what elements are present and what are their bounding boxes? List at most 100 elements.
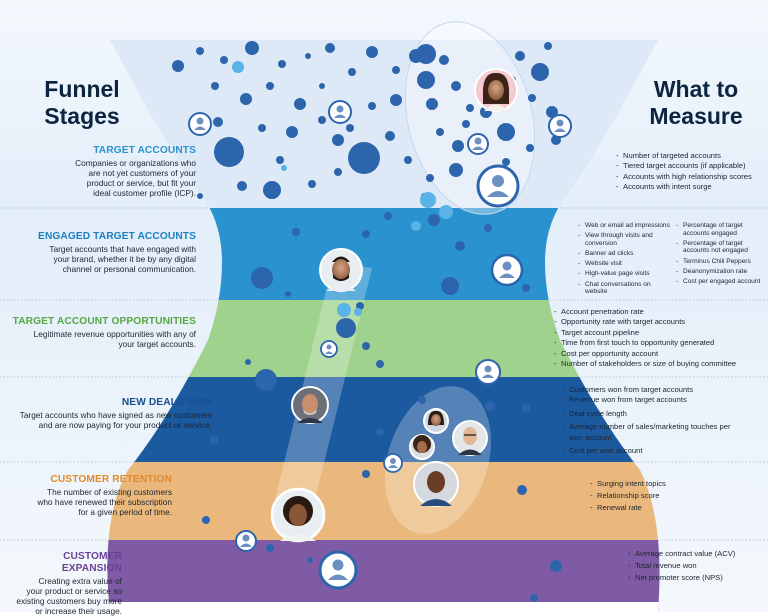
metric-item: Website visit	[578, 260, 674, 268]
band-customer-expansion	[107, 540, 660, 612]
metric-item: Accounts with intent surge	[616, 182, 766, 193]
metric-item: Revenue won from target accounts	[562, 395, 738, 406]
stage-new-deals-won: NEW DEALS WON Target accounts who have s…	[4, 397, 212, 430]
stage-description: Target accounts who have signed as new c…	[4, 410, 212, 430]
avatar-placeholder-icon	[383, 453, 403, 473]
stage-customer-expansion: CUSTOMER EXPANSION Creating extra value …	[4, 551, 122, 616]
description-line: Creating extra value of	[38, 576, 122, 586]
metric-item: Average number of sales/marketing touche…	[562, 422, 738, 443]
avatar-placeholder-icon	[476, 164, 520, 208]
description-line: or increase their usage.	[35, 606, 122, 616]
metric-item: Target account pipeline	[554, 328, 766, 339]
funnel-stages-heading: Funnel Stages	[34, 76, 130, 130]
metric-item: Average contract value (ACV)	[628, 548, 766, 560]
metric-item: High-value page visits	[578, 270, 674, 278]
heading-line: What to	[653, 76, 739, 102]
person-avatar-woman-curly	[409, 434, 435, 460]
description-line: existing customers buy more	[16, 596, 122, 606]
avatar-placeholder-icon	[318, 550, 358, 590]
description-line: product or service, but fit your	[86, 178, 196, 188]
stage-description: The number of existing customers who hav…	[6, 487, 172, 517]
person-avatar-older-man	[291, 386, 329, 424]
metric-item: Cost per opportunity account	[554, 349, 766, 360]
avatar-placeholder-icon	[548, 114, 572, 138]
bubble-cloud	[172, 41, 562, 602]
metrics-engaged-col1: Web or email ad impressions View through…	[578, 222, 674, 298]
heading-line: Measure	[649, 103, 743, 129]
metric-item: Chat conversations on website	[578, 281, 674, 296]
metric-item: Tiered target accounts (if applicable)	[616, 161, 766, 172]
metric-item: Number of stakeholders or size of buying…	[554, 359, 766, 370]
description-line: who have renewed their subscription	[37, 497, 172, 507]
metric-item: Total revenue won	[628, 560, 766, 572]
description-line: Target accounts that have engaged with	[49, 244, 196, 254]
avatar-placeholder-icon	[328, 100, 352, 124]
avatar-placeholder-icon	[467, 133, 489, 155]
avatar-placeholder-icon	[475, 359, 501, 385]
stage-title: ENGAGED TARGET ACCOUNTS	[38, 231, 196, 242]
person-avatar-woman-small	[423, 408, 449, 434]
description-line: Legitimate revenue opportunities with an…	[33, 329, 196, 339]
avatar-placeholder-icon	[490, 253, 524, 287]
person-avatar-man-smiling	[413, 461, 459, 507]
person-avatar-man-glasses	[452, 420, 488, 456]
stage-description: Companies or organizations who are not y…	[6, 158, 196, 198]
person-avatar-woman-retention	[270, 487, 326, 543]
metric-item: Surging intent topics	[590, 478, 740, 490]
person-avatar-woman-top	[474, 68, 518, 112]
stage-title: NEW DEALS WON	[121, 397, 212, 408]
stage-customer-retention: CUSTOMER RETENTION The number of existin…	[6, 474, 172, 517]
funnel-bottom-trim	[107, 602, 660, 612]
light-bubbles	[232, 61, 453, 317]
description-line: and are now paying for your product or s…	[38, 420, 212, 430]
metrics-expansion: Average contract value (ACV) Total reven…	[628, 548, 766, 584]
stage-description: Target accounts that have engaged with y…	[6, 244, 196, 274]
metric-item: Banner ad clicks	[578, 250, 674, 258]
metric-item: Account penetration rate	[554, 307, 766, 318]
stage-target-account-opportunities: TARGET ACCOUNT OPPORTUNITIES Legitimate …	[6, 316, 196, 349]
stage-engaged-target-accounts: ENGAGED TARGET ACCOUNTS Target accounts …	[6, 231, 196, 274]
avatar-placeholder-icon	[188, 112, 212, 136]
person-avatar-man-engaged	[319, 248, 363, 292]
stage-title: TARGET ACCOUNTS	[93, 145, 196, 156]
metrics-deals-won: Customers won from target accounts Reven…	[562, 385, 738, 457]
stage-description: Creating extra value of your product or …	[4, 576, 122, 616]
metrics-target-accounts: Number of targeted accounts Tiered targe…	[616, 151, 766, 193]
what-to-measure-heading: What to Measure	[640, 76, 752, 130]
metric-item: Percentage of target accounts not engage…	[676, 240, 766, 255]
metrics-retention: Surging intent topics Relationship score…	[590, 478, 740, 514]
metrics-opportunities: Account penetration rate Opportunity rat…	[554, 307, 766, 370]
description-line: Companies or organizations who	[75, 158, 196, 168]
metric-item: Relationship score	[590, 490, 740, 502]
description-line: Target accounts who have signed as new c…	[19, 410, 212, 420]
metric-item: View through visits and conversion	[578, 232, 674, 247]
avatar-placeholder-icon	[235, 530, 257, 552]
avatar-placeholder-icon	[320, 340, 338, 358]
metric-item: Accounts with high relationship scores	[616, 172, 766, 183]
description-line: are not yet customers of your	[88, 168, 196, 178]
description-line: for a given period of time.	[78, 507, 172, 517]
stage-target-accounts: TARGET ACCOUNTS Companies or organizatio…	[6, 145, 196, 198]
metric-item: Net promoter score (NPS)	[628, 572, 766, 584]
metric-item: Renewal rate	[590, 502, 740, 514]
metric-item: Percentage of target accounts engaged	[676, 222, 766, 237]
metric-item: Opportunity rate with target accounts	[554, 317, 766, 328]
metric-item: Time from first touch to opportunity gen…	[554, 338, 766, 349]
metric-item: Customers won from target accounts	[562, 385, 738, 396]
metric-item: Deanonymization rate	[676, 268, 766, 276]
description-line: ideal customer profile (ICP).	[93, 188, 196, 198]
metric-item: Cost per engaged account	[676, 278, 766, 286]
stage-title: CUSTOMER RETENTION	[50, 474, 172, 485]
band-customer-retention	[107, 462, 660, 540]
heading-line: Funnel	[44, 76, 120, 102]
heading-line: Stages	[44, 103, 120, 129]
description-line: your brand, whether it be by any digital	[53, 254, 196, 264]
metrics-engaged-col2: Percentage of target accounts engaged Pe…	[676, 222, 766, 288]
stage-title: CUSTOMER EXPANSION	[61, 551, 122, 574]
description-line: channel or personal communication.	[62, 264, 196, 274]
stage-description: Legitimate revenue opportunities with an…	[6, 329, 196, 349]
description-line: The number of existing customers	[47, 487, 172, 497]
description-line: your target accounts.	[118, 339, 196, 349]
metric-item: Web or email ad impressions	[578, 222, 674, 230]
metric-item: Deal cycle length	[562, 409, 738, 420]
